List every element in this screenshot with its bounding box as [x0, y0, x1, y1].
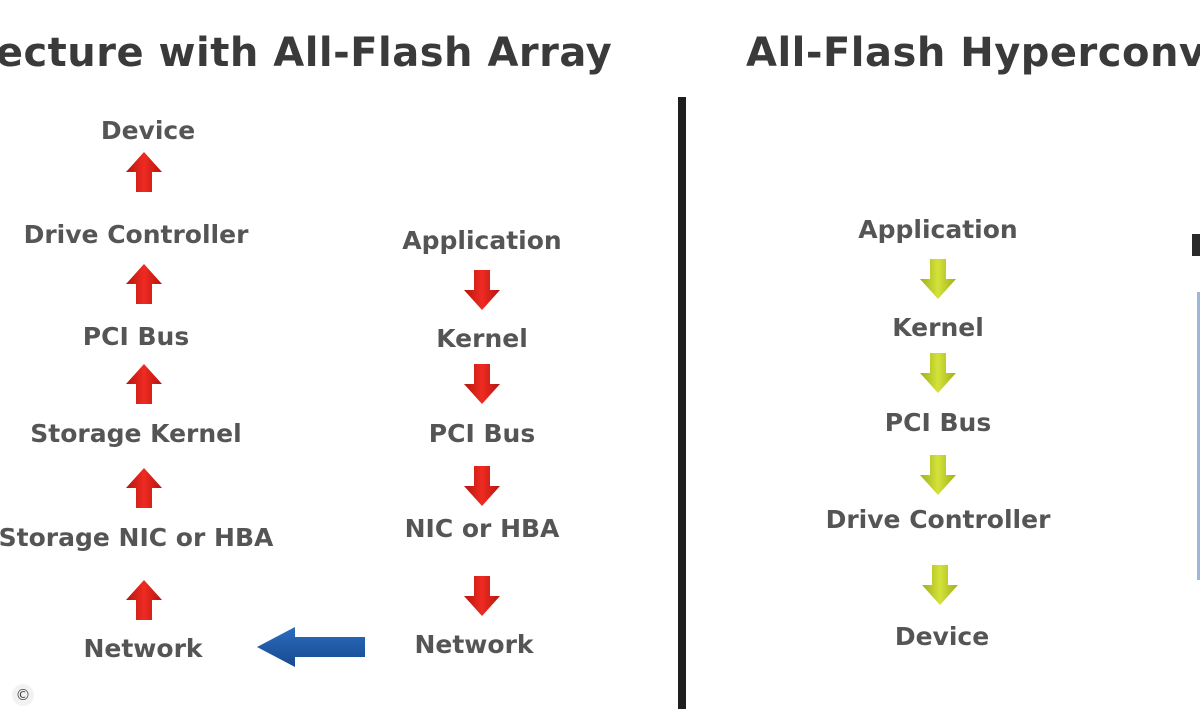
- right-label-pci-bus: PCI Bus: [884, 408, 992, 437]
- red-up-arrow-icon: [126, 580, 162, 620]
- mid-label-nic: NIC or HBA: [404, 514, 560, 543]
- mid-label-kernel: Kernel: [436, 324, 528, 353]
- right-edge-line: [1197, 292, 1200, 580]
- red-down-arrow-icon: [464, 270, 500, 310]
- right-label-kernel: Kernel: [892, 313, 984, 342]
- right-label-application: Application: [858, 215, 1018, 244]
- mid-label-pci-bus: PCI Bus: [428, 419, 536, 448]
- title-right: All-Flash Hyperconve: [746, 30, 1200, 76]
- left-label-network: Network: [83, 634, 203, 663]
- green-down-arrow-icon: [920, 455, 956, 495]
- left-label-pci-bus: PCI Bus: [82, 322, 190, 351]
- green-down-arrow-icon: [920, 353, 956, 393]
- left-label-drive-controller: Drive Controller: [23, 220, 249, 249]
- copyright-badge: ©: [12, 684, 34, 706]
- red-up-arrow-icon: [126, 264, 162, 304]
- mid-label-application: Application: [402, 226, 562, 255]
- right-label-drive-controller: Drive Controller: [825, 505, 1051, 534]
- red-up-arrow-icon: [126, 152, 162, 192]
- red-up-arrow-icon: [126, 364, 162, 404]
- green-down-arrow-icon: [920, 259, 956, 299]
- column-divider: [678, 97, 686, 709]
- green-down-arrow-icon: [922, 565, 958, 605]
- left-label-storage-nic: Storage NIC or HBA: [0, 523, 274, 552]
- right-label-device: Device: [894, 622, 990, 651]
- red-up-arrow-icon: [126, 468, 162, 508]
- left-label-device: Device: [100, 116, 196, 145]
- red-down-arrow-icon: [464, 364, 500, 404]
- mid-label-network: Network: [414, 630, 534, 659]
- red-down-arrow-icon: [464, 466, 500, 506]
- title-left: itecture with All-Flash Array: [0, 30, 613, 76]
- right-edge-mark: [1192, 234, 1200, 256]
- left-label-storage-kernel: Storage Kernel: [30, 419, 242, 448]
- red-down-arrow-icon: [464, 576, 500, 616]
- blue-left-arrow-icon: [257, 627, 365, 667]
